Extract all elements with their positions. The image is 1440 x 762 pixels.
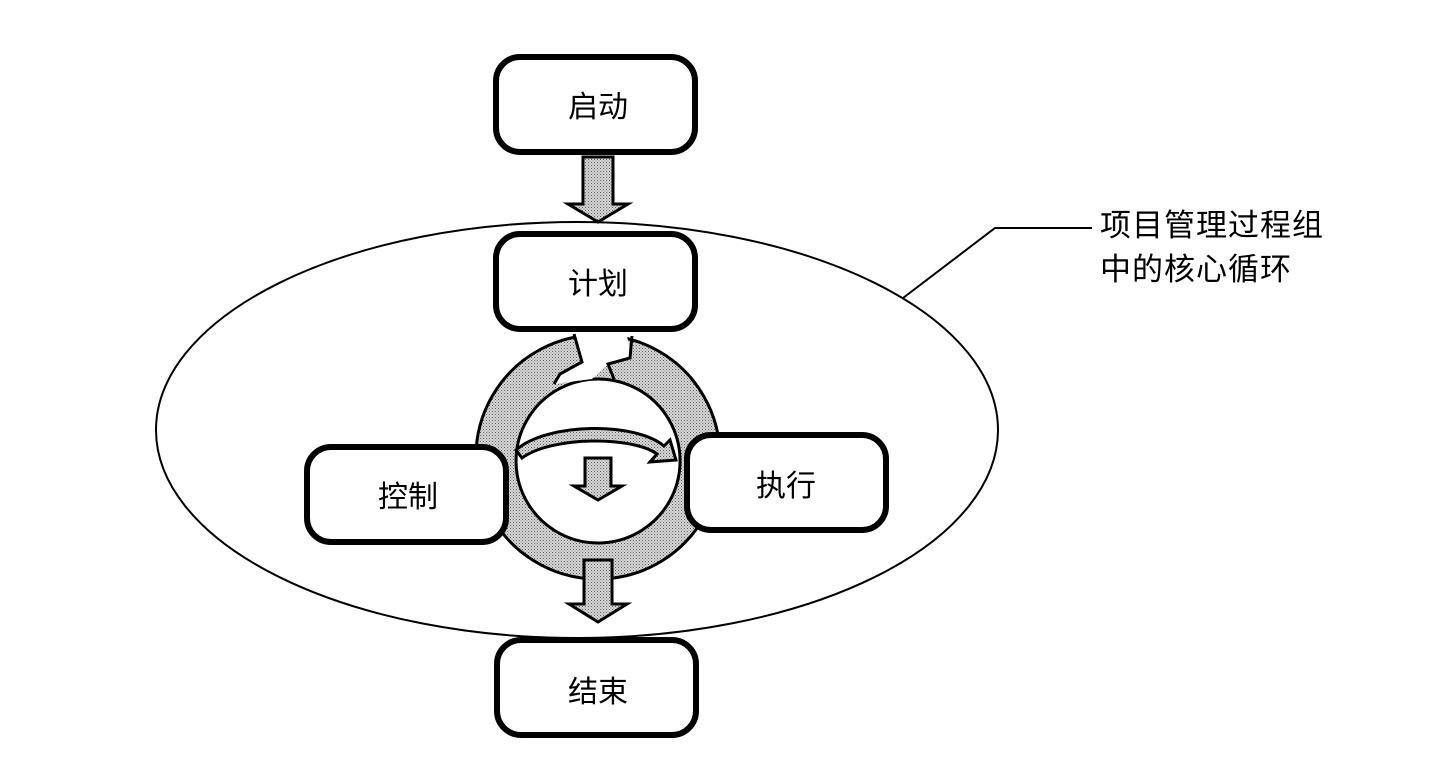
- node-execute: 执行: [684, 432, 889, 533]
- node-closing-label: 结束: [568, 675, 628, 710]
- annotation-line-1: 项目管理过程组: [1100, 208, 1324, 244]
- node-planning-label: 计划: [568, 267, 628, 302]
- annotation-leader-line: [902, 227, 1092, 299]
- node-planning: 计划: [493, 231, 698, 332]
- node-closing: 结束: [494, 637, 699, 738]
- node-control-label: 控制: [378, 480, 438, 515]
- cycle-ring-gap-right-edge: [605, 335, 634, 380]
- cycle-ring-gap-left-edge: [552, 333, 584, 385]
- node-initiate: 启动: [493, 54, 698, 155]
- inner-curved-arrow: [513, 426, 678, 464]
- arrow-initiate-to-planning: [562, 155, 634, 224]
- node-control: 控制: [304, 444, 509, 545]
- inner-down-arrow: [568, 456, 628, 502]
- node-execute-label: 执行: [756, 469, 816, 504]
- cycle-ring-gap: [554, 332, 632, 384]
- node-initiate-label: 启动: [568, 90, 628, 125]
- arrow-cycle-to-closing: [563, 558, 633, 624]
- annotation-line-2: 中的核心循环: [1100, 252, 1292, 288]
